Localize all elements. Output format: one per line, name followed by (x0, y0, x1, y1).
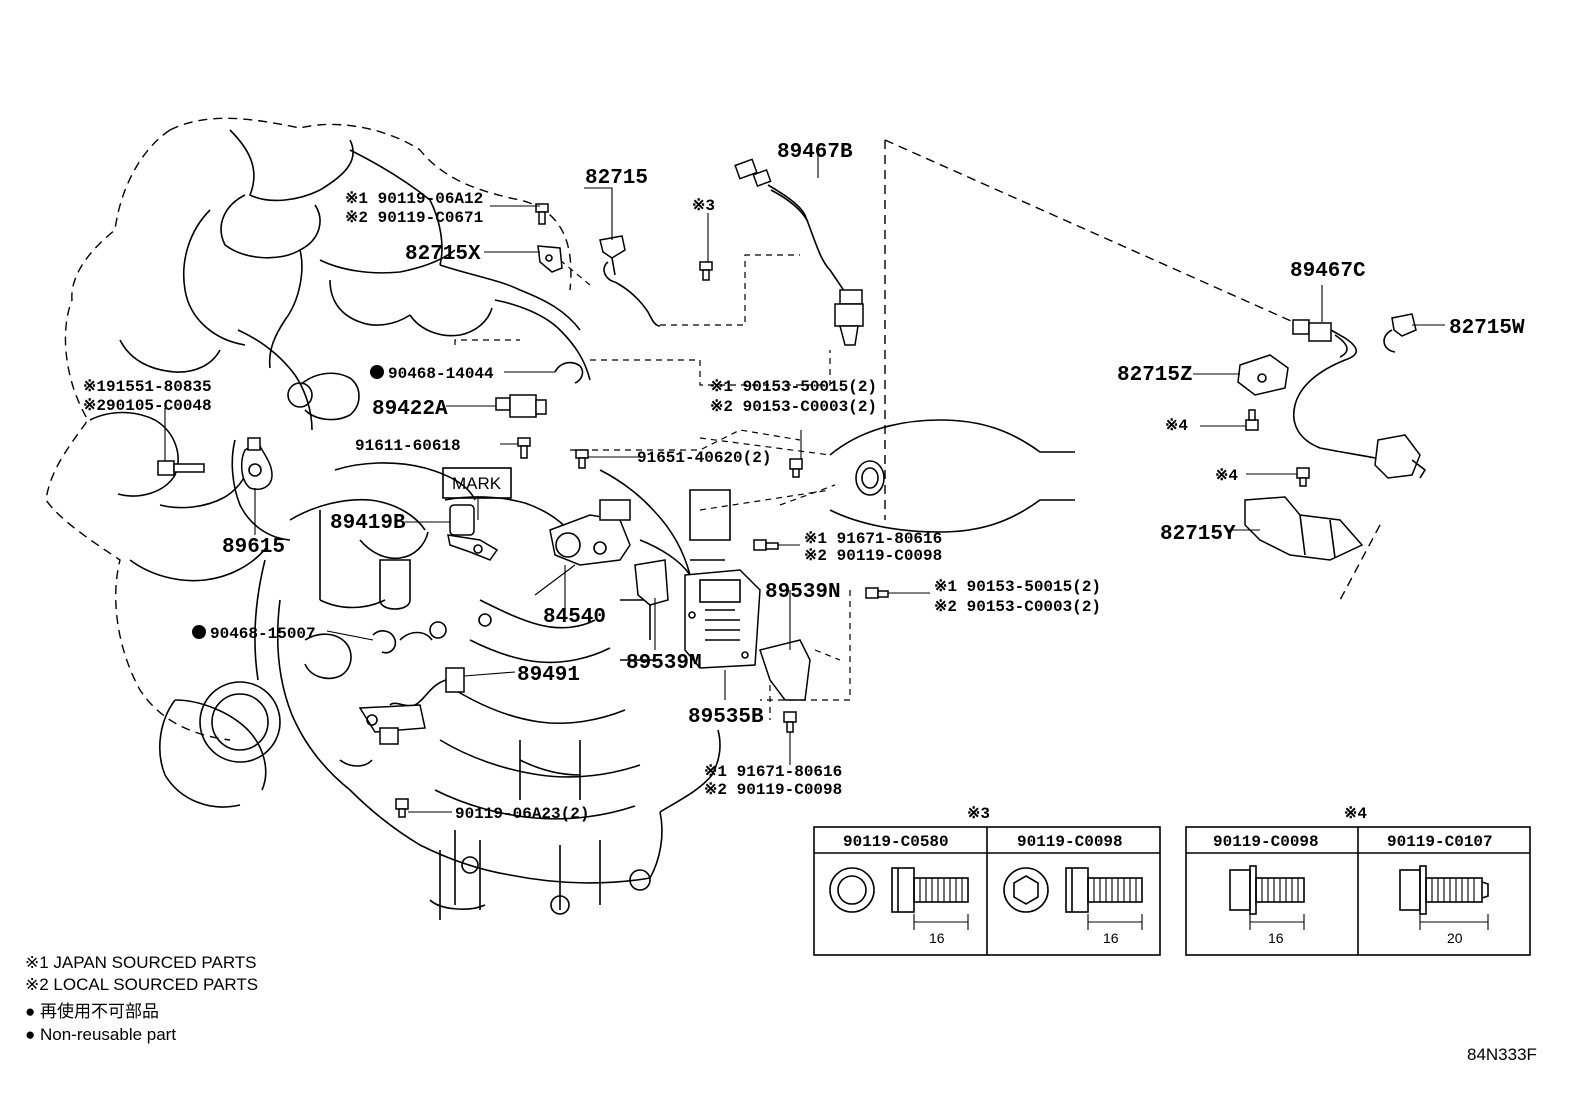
label-91671-80616-b: ※1 91671-80616 (704, 763, 842, 781)
bolt-n4-b[interactable] (1296, 467, 1310, 487)
label-90153-50015-b: ※1 90153-50015(2) (934, 578, 1101, 596)
legend-japan-sourced: ※1 JAPAN SOURCED PARTS (25, 953, 257, 972)
label-note4-a: ※4 (1165, 417, 1188, 435)
label-90119-C0098-a: ※2 90119-C0098 (804, 547, 942, 565)
label-note4-b: ※4 (1215, 467, 1238, 485)
leader-lines (454, 139, 1381, 720)
bolt-91551-80835[interactable] (157, 460, 205, 476)
bolt-91671-b[interactable] (783, 711, 797, 733)
bolt-top-1[interactable] (535, 203, 549, 225)
label-82715X: 82715X (405, 243, 481, 266)
sensor-89422A[interactable] (495, 394, 547, 418)
label-89539N: 89539N (765, 581, 841, 604)
bracket-82715Y[interactable] (1244, 496, 1364, 561)
label-90119-06A23: 90119-06A23(2) (455, 805, 589, 823)
legend: ※1 JAPAN SOURCED PARTS ※2 LOCAL SOURCED … (25, 953, 258, 1044)
label-89467B: 89467B (777, 141, 853, 164)
sensor-89615[interactable] (240, 437, 273, 490)
label-90153-C0003-a: ※2 90153-C0003(2) (710, 398, 877, 416)
exhaust-pipe (699, 419, 1075, 533)
callout-leaders (164, 155, 1445, 813)
label-89422A: 89422A (372, 398, 448, 421)
bracket-82715X[interactable] (537, 245, 563, 273)
label-90119-06A12: ※1 90119-06A12 (345, 190, 483, 208)
non-reusable-dot-2 (192, 625, 206, 639)
clip-90468-14044[interactable] (554, 361, 584, 384)
label-84540: 84540 (543, 606, 606, 629)
table3-title: ※3 (967, 805, 990, 823)
clip-90468-15007[interactable] (372, 630, 397, 654)
table4-col1: 90119-C0098 (1213, 833, 1319, 851)
table3-col1: 90119-C0580 (843, 833, 949, 851)
sensor-89419B[interactable] (447, 504, 499, 561)
label-90468-15007: 90468-15007 (210, 625, 316, 643)
switch-84540[interactable] (549, 499, 631, 566)
legend-non-reusable-en: ● Non-reusable part (25, 1025, 176, 1044)
label-82715W: 82715W (1449, 317, 1525, 340)
label-90119-C0098-b: ※2 90119-C0098 (704, 781, 842, 799)
label-82715: 82715 (585, 167, 648, 190)
transaxle-outline (45, 117, 731, 920)
sensor-89491[interactable] (358, 667, 465, 745)
bolt-top-2[interactable] (699, 261, 713, 281)
non-reusable-dot-1 (370, 365, 384, 379)
label-91611-60618: 91611-60618 (355, 437, 461, 455)
label-89539M: 89539M (626, 652, 702, 675)
label-90105-C0048: ※290105-C0048 (83, 397, 212, 415)
legend-non-reusable-jp: ● 再使用不可部品 (25, 1001, 159, 1021)
sensor-89467C[interactable] (1292, 319, 1427, 479)
bolt-table-note3: ※3 90119-C0580 90119-C0098 16 16 (813, 805, 1161, 956)
bracket-89539M[interactable] (634, 559, 669, 606)
bolt-91651-40620[interactable] (575, 449, 589, 469)
label-91551-80835: ※191551-80835 (83, 378, 212, 396)
bolt-table-note4: ※4 90119-C0098 90119-C0107 16 20 (1185, 805, 1531, 956)
bolt-91611-60618[interactable] (517, 437, 531, 459)
label-89535B: 89535B (688, 706, 764, 729)
label-note3: ※3 (692, 197, 715, 215)
bolt-91671-a[interactable] (753, 539, 779, 551)
label-91671-80616-a: ※1 91671-80616 (804, 530, 942, 548)
label-82715Z: 82715Z (1117, 364, 1193, 387)
sensor-89467B[interactable] (734, 158, 864, 346)
table4-dim1: 16 (1268, 930, 1284, 946)
label-90153-C0003-b: ※2 90153-C0003(2) (934, 598, 1101, 616)
table4-col2: 90119-C0107 (1387, 833, 1493, 851)
label-mark: MARK (452, 474, 502, 493)
label-89419B: 89419B (330, 512, 406, 535)
ecu-89535B[interactable] (684, 569, 761, 669)
label-89467C: 89467C (1290, 260, 1366, 283)
table3-dim2: 16 (1103, 930, 1119, 946)
label-82715Y: 82715Y (1160, 523, 1236, 546)
label-91651-40620: 91651-40620(2) (637, 449, 771, 467)
bolt-90119-06A23[interactable] (395, 798, 409, 818)
label-89491: 89491 (517, 664, 580, 687)
table4-dim2: 20 (1447, 930, 1463, 946)
table3-dim1: 16 (929, 930, 945, 946)
bolt-90153-a[interactable] (789, 458, 803, 478)
mark-box (442, 467, 512, 499)
bracket-82715Z[interactable] (1237, 354, 1289, 396)
bolt-n4-a[interactable] (1245, 409, 1259, 431)
table3-col2: 90119-C0098 (1017, 833, 1123, 851)
label-90119-C0671: ※2 90119-C0671 (345, 209, 483, 227)
label-90153-50015-a: ※1 90153-50015(2) (710, 378, 877, 396)
clamp-82715[interactable] (599, 235, 661, 327)
label-90468-14044: 90468-14044 (388, 365, 494, 383)
label-89615: 89615 (222, 536, 285, 559)
bolt-90153-b[interactable] (865, 587, 889, 599)
bracket-89539N[interactable] (759, 639, 811, 701)
table4-title: ※4 (1344, 805, 1367, 823)
diagram-code: 84N333F (1467, 1045, 1537, 1064)
legend-local-sourced: ※2 LOCAL SOURCED PARTS (25, 975, 258, 994)
clamp-82715W[interactable] (1383, 313, 1417, 353)
